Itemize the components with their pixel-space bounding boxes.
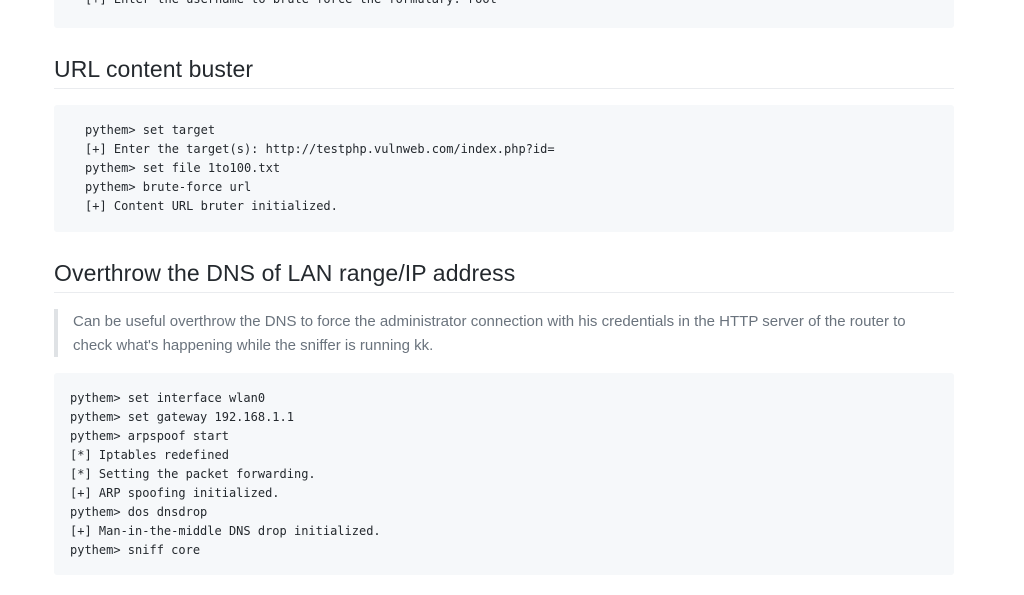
code-line: pythem> set target: [85, 123, 216, 137]
code-line: pythem> set gateway 192.168.1.1: [70, 410, 294, 424]
code-line: pythem> dos dnsdrop: [70, 505, 208, 519]
code-line: [+] Enter the target(s): http://testphp.…: [85, 142, 555, 156]
code-line: [+] ARP spoofing initialized.: [70, 486, 280, 500]
section-heading-overthrow-dns: Overthrow the DNS of LAN range/IP addres…: [54, 258, 954, 293]
code-line: pythem> arpspoof start: [70, 429, 229, 443]
code-line: [+] Enter the username to brute-force th…: [85, 0, 954, 9]
code-line: [*] Setting the packet forwarding.: [70, 467, 316, 481]
code-line: [+] Man-in-the-middle DNS drop initializ…: [70, 524, 381, 538]
code-line: [*] Iptables redefined: [70, 448, 229, 462]
code-line: pythem> set interface wlan0: [70, 391, 266, 405]
code-line: [+] Content URL bruter initialized.: [85, 199, 338, 213]
dns-drop-code-block: pythem> set interface wlan0 pythem> set g…: [54, 373, 954, 575]
code-line: pythem> brute-force url: [85, 180, 252, 194]
dns-description-quote: Can be useful overthrow the DNS to force…: [54, 309, 954, 357]
previous-code-block: [+] Enter the username to brute-force th…: [54, 0, 954, 28]
section-heading-url-content-buster: URL content buster: [54, 54, 954, 89]
url-buster-code-block: pythem> set target [+] Enter the target(s…: [54, 105, 954, 232]
code-line: pythem> sniff core: [70, 543, 201, 557]
code-line: pythem> set file 1to100.txt: [85, 161, 281, 175]
